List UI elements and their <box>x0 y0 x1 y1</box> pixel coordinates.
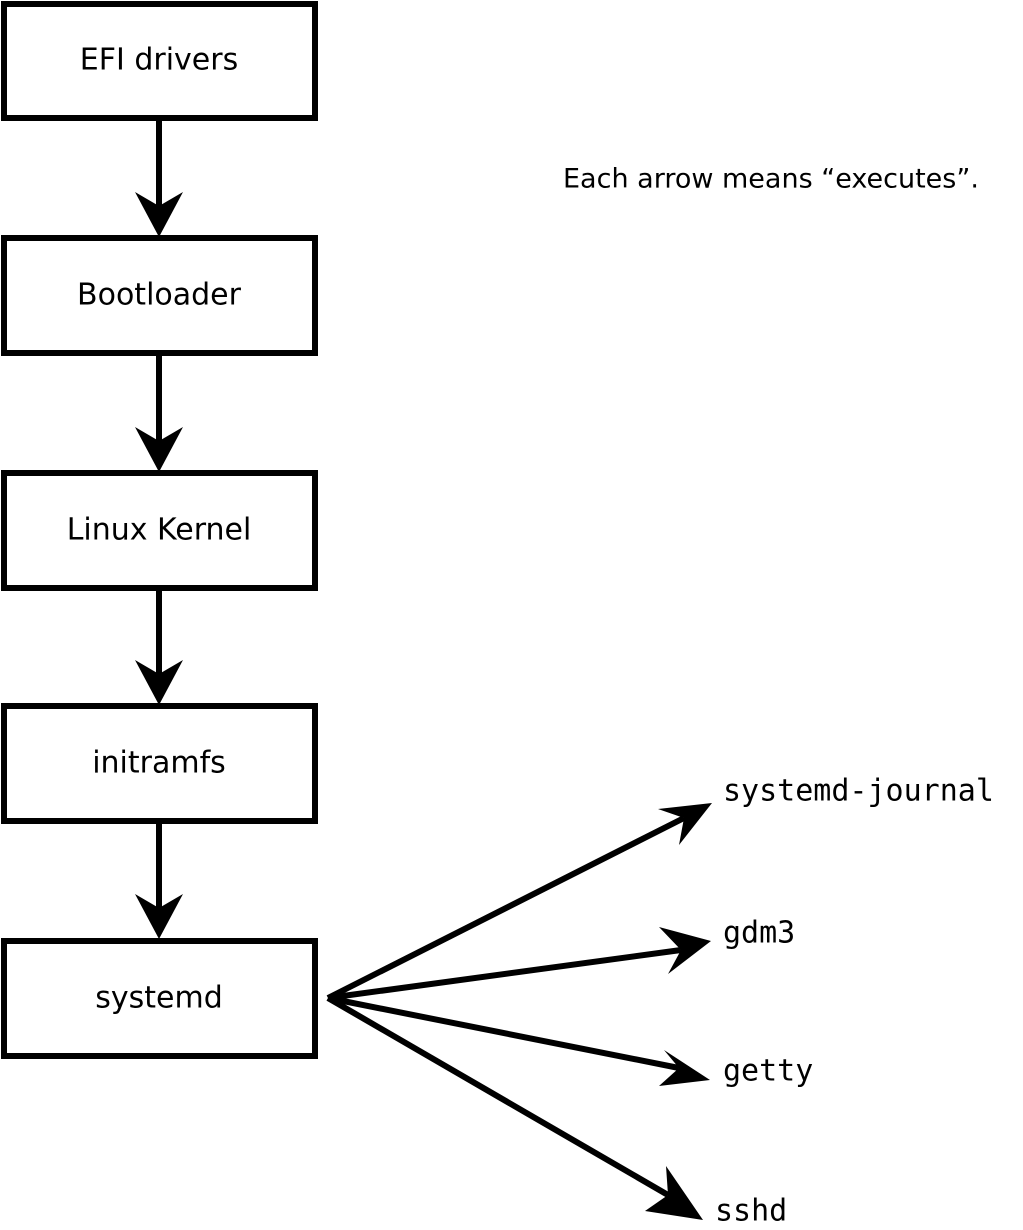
arrowhead-kernel-to-initramfs <box>135 660 183 705</box>
service-labels: systemd-journal gdm3 getty sshd <box>715 774 994 1229</box>
connector-systemd-to-getty <box>327 995 680 1071</box>
stage-label-initramfs: initramfs <box>92 746 226 781</box>
arrowhead-bootloader-to-kernel <box>135 427 183 472</box>
arrowhead-systemd-to-systemd-journal <box>658 803 712 845</box>
stage-label-systemd: systemd <box>95 981 223 1016</box>
stage-label-bootloader: Bootloader <box>77 278 242 313</box>
stage-label-linux-kernel: Linux Kernel <box>67 513 252 548</box>
systemd-fanout-connectors <box>326 803 712 1220</box>
boot-chain-connectors <box>135 121 183 939</box>
arrowhead-efi-to-bootloader <box>135 192 183 237</box>
service-label-getty: getty <box>723 1054 813 1089</box>
stage-box-linux-kernel[interactable] <box>1 470 318 591</box>
connector-systemd-to-systemd-journal <box>326 815 686 1001</box>
service-label-systemd-journal: systemd-journal <box>723 774 994 809</box>
stage-systemd[interactable]: systemd <box>1 938 318 1059</box>
connector-systemd-to-sshd <box>326 995 670 1198</box>
stage-linux-kernel[interactable]: Linux Kernel <box>1 470 318 591</box>
stage-bootloader[interactable]: Bootloader <box>1 235 318 356</box>
arrowhead-systemd-to-getty <box>659 1050 710 1086</box>
service-label-gdm3: gdm3 <box>723 916 795 951</box>
arrowhead-systemd-to-gdm3 <box>659 927 711 974</box>
stage-initramfs[interactable]: initramfs <box>1 703 318 824</box>
stage-box-efi-drivers[interactable] <box>1 1 318 121</box>
arrowhead-systemd-to-sshd <box>645 1166 703 1220</box>
legend-text: Each arrow means “executes”. <box>563 164 979 195</box>
arrowhead-initramfs-to-systemd <box>135 894 183 939</box>
service-label-sshd: sshd <box>715 1194 787 1229</box>
stage-box-initramfs[interactable] <box>1 703 318 824</box>
stage-box-systemd[interactable] <box>1 938 318 1059</box>
stage-label-efi-drivers: EFI drivers <box>80 43 238 78</box>
stage-box-bootloader[interactable] <box>1 235 318 356</box>
connector-systemd-to-gdm3 <box>327 947 682 1001</box>
stage-efi-drivers[interactable]: EFI drivers <box>1 1 318 121</box>
